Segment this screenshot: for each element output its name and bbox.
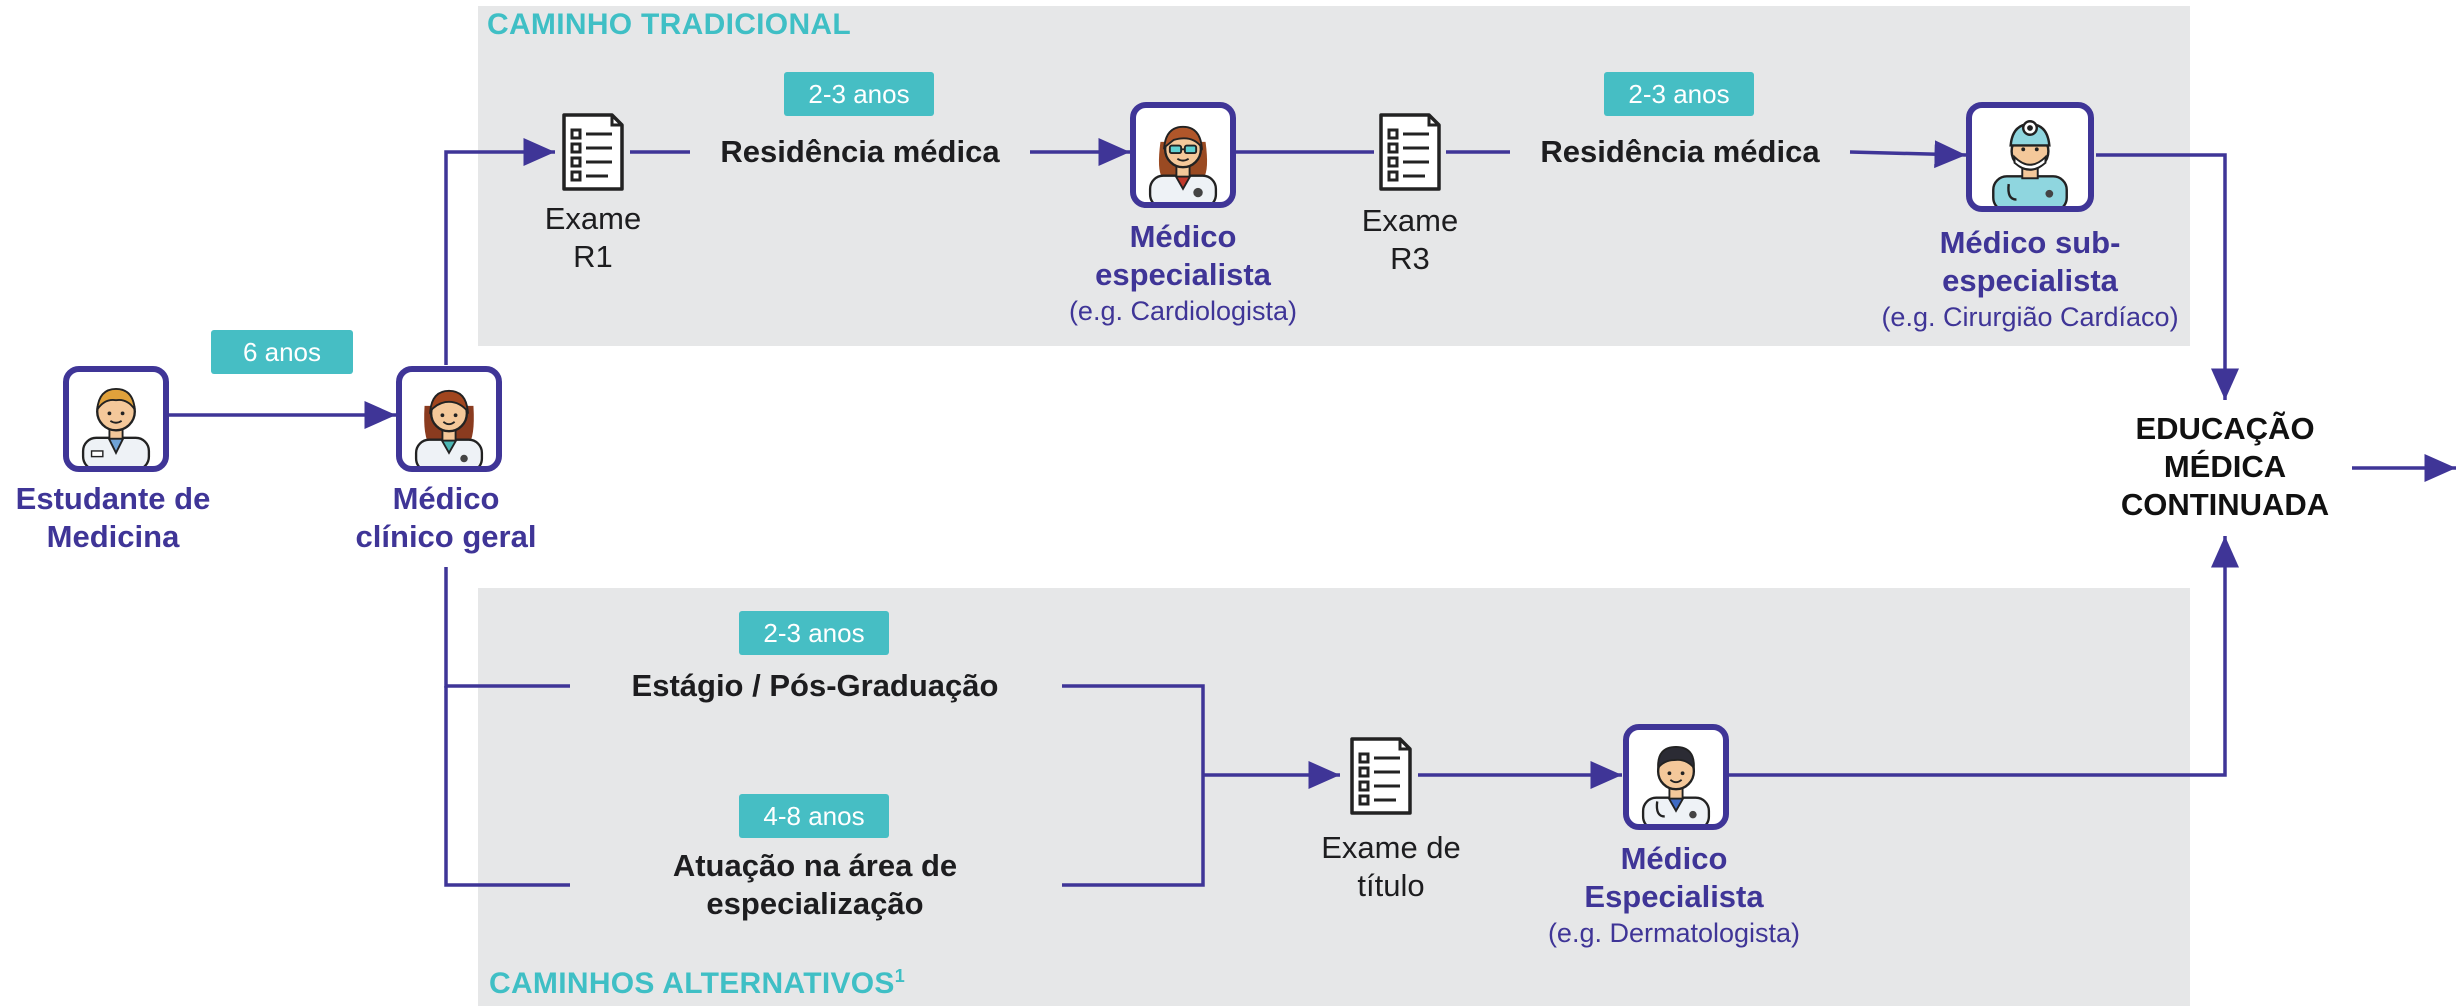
line-gp-to-practice bbox=[444, 686, 570, 887]
exam-r1-label: Exame R1 bbox=[544, 201, 642, 274]
line-internship-to-merge bbox=[1062, 684, 1205, 887]
duration-badge-medical-school: 6 anos bbox=[211, 330, 353, 374]
stage-residency-2: Residência médica bbox=[1540, 134, 1820, 169]
specialist-label: Médico especialista (e.g. Cardiologista) bbox=[1068, 219, 1298, 326]
specialist-doctor-icon bbox=[1130, 102, 1236, 208]
checklist-icon bbox=[560, 112, 626, 197]
alt-specialist-doctor-icon bbox=[1623, 724, 1729, 830]
checklist-icon bbox=[1377, 112, 1443, 197]
gp-doctor-icon bbox=[396, 366, 502, 472]
surgeon-icon bbox=[1966, 102, 2094, 212]
arrow-gp-to-exam-r1 bbox=[444, 138, 555, 365]
arrow-specialist-to-education bbox=[1727, 536, 2239, 777]
stage-practice: Atuação na área de especialização bbox=[672, 848, 958, 921]
duration-badge-residency-2: 2-3 anos bbox=[1604, 72, 1754, 116]
subspecialist-label: Médico sub- especialista (e.g. Cirurgião… bbox=[1881, 225, 2179, 332]
traditional-path-panel bbox=[478, 6, 2190, 346]
alt-specialist-label: Médico Especialista (e.g. Dermatologista… bbox=[1547, 841, 1801, 948]
duration-badge-internship: 2-3 anos bbox=[739, 611, 889, 655]
line-gp-to-internship bbox=[444, 567, 570, 688]
continuing-education-label: EDUCAÇÃO MÉDICA CONTINUADA bbox=[2120, 411, 2330, 522]
arrow-subspecialist-to-education bbox=[2096, 153, 2239, 400]
arrow-residency-to-subspecialist bbox=[1849, 140, 1967, 169]
exam-title-label: Exame de título bbox=[1321, 830, 1461, 903]
exam-r3-label: Exame R3 bbox=[1361, 203, 1459, 276]
gp-label: Médico clínico geral bbox=[355, 481, 537, 554]
traditional-path-title: CAMINHO TRADICIONAL bbox=[487, 8, 852, 41]
stage-internship: Estágio / Pós-Graduação bbox=[631, 668, 999, 703]
alternative-path-title: CAMINHOS ALTERNATIVOS1 bbox=[489, 966, 906, 1000]
student-doctor-icon bbox=[63, 366, 169, 472]
footnote-marker: 1 bbox=[894, 966, 906, 986]
duration-badge-residency-1: 2-3 anos bbox=[784, 72, 934, 116]
student-label: Estudante de Medicina bbox=[15, 481, 211, 554]
duration-badge-practice: 4-8 anos bbox=[739, 794, 889, 838]
stage-residency-1: Residência médica bbox=[720, 134, 1000, 169]
checklist-icon bbox=[1348, 736, 1414, 821]
